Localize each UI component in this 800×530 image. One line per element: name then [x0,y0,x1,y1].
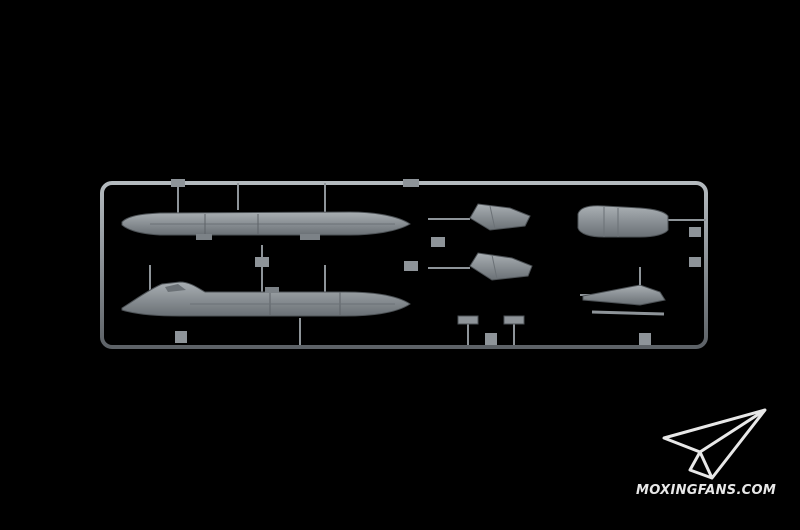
small-parts [457,315,525,325]
paper-plane-icon [662,408,767,480]
fuselage-half-lower [121,281,411,317]
watermark-text: MOXINGFANS.COM [636,483,777,498]
wing-part [582,268,666,316]
fuselage-half-upper [121,211,411,240]
tail-fin-upper [469,203,531,231]
engine-nozzle [577,205,669,238]
tail-fin-lower [469,252,533,281]
